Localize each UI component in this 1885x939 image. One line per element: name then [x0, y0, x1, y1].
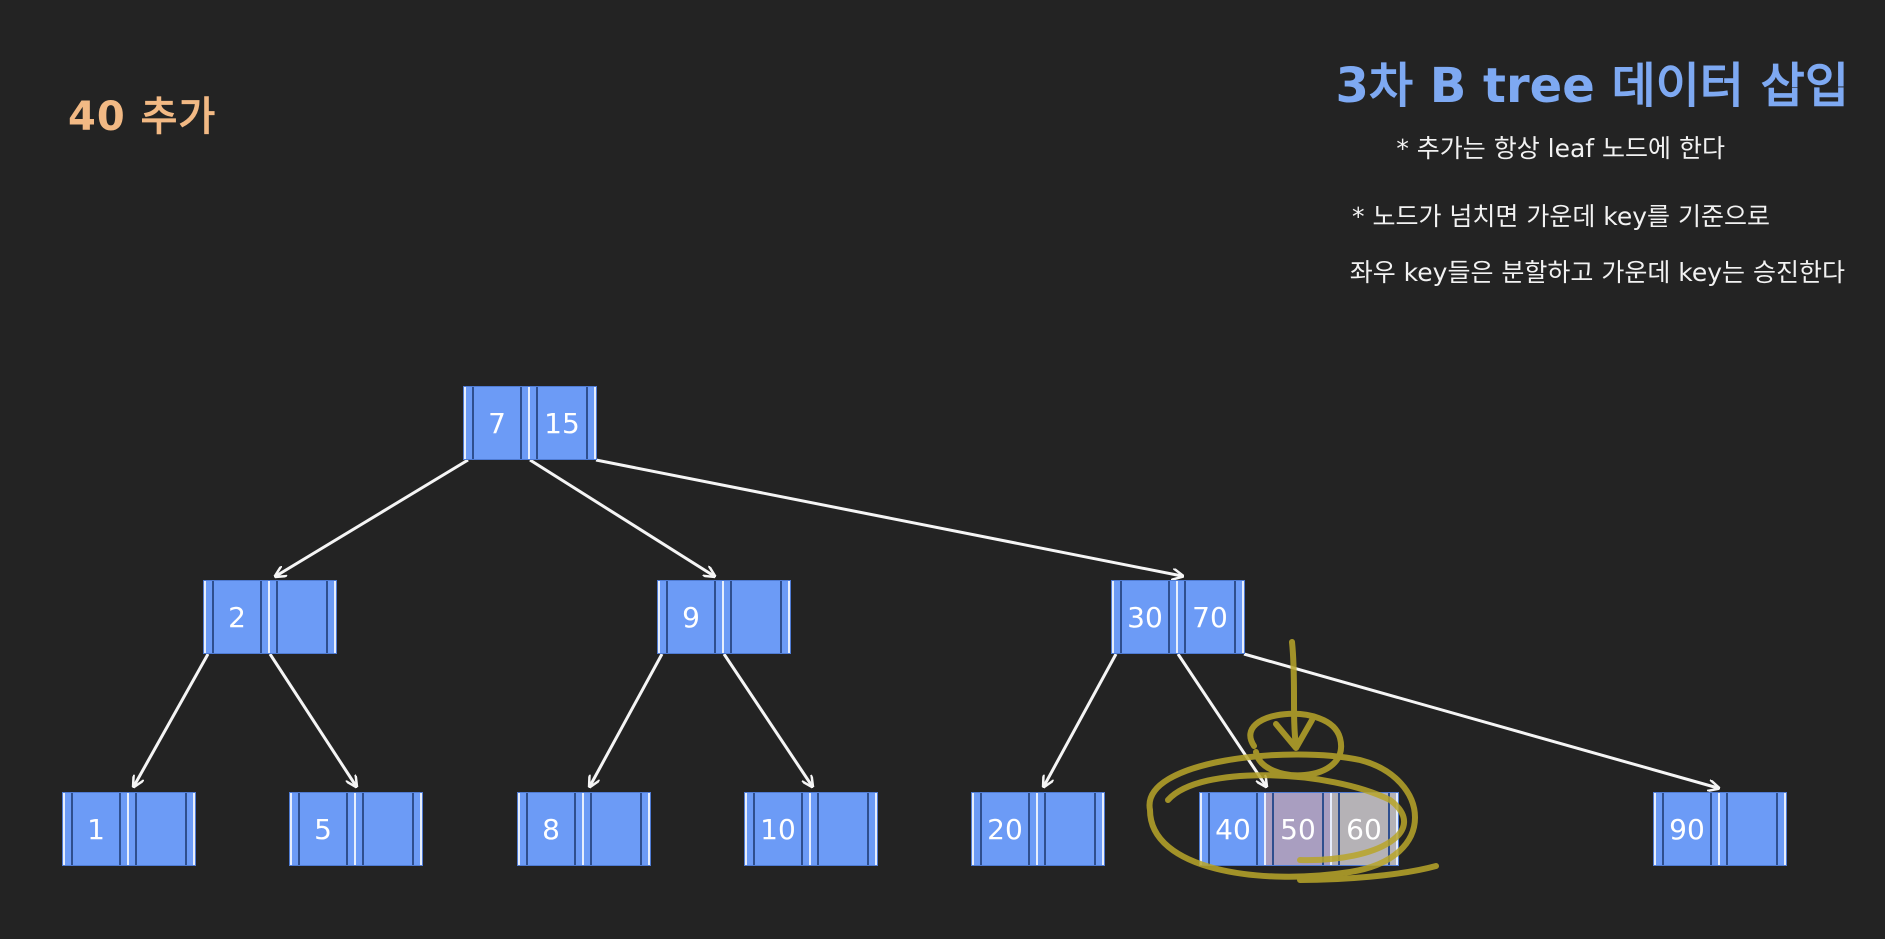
key-7: 7 [488, 406, 506, 440]
leaf-node-5: 5 [289, 792, 423, 866]
root-node: 7 15 [463, 386, 597, 460]
leaf-node-1: 1 [62, 792, 196, 866]
key-slot: 5 [290, 793, 356, 865]
key-slot: 1 [63, 793, 129, 865]
key-slot-empty [724, 581, 790, 653]
leaf-node-90: 90 [1653, 792, 1787, 866]
key-slot-empty [270, 581, 336, 653]
key-slot: 15 [530, 387, 596, 459]
edge-root-to-node-9 [529, 458, 714, 576]
key-slot: 40 [1200, 793, 1266, 865]
key-slot: 30 [1112, 581, 1178, 653]
edge-root-to-node-2 [276, 458, 469, 576]
edge-node-30-70-to-leaf-40-50-60 [1176, 653, 1266, 786]
internal-node-30-70: 30 70 [1111, 580, 1245, 654]
key-slot: 7 [464, 387, 530, 459]
rule-3: 좌우 key들은 분할하고 가운데 key는 승진한다 [1349, 258, 1845, 287]
key-slot: 20 [972, 793, 1038, 865]
key-slot: 70 [1178, 581, 1244, 653]
key-90: 90 [1669, 812, 1705, 846]
internal-node-2: 2 [203, 580, 337, 654]
edge-node-9-to-leaf-8 [590, 653, 664, 786]
key-slot-overflow: 50 [1266, 793, 1332, 865]
edge-node-30-70-to-leaf-20 [1044, 653, 1118, 786]
edge-node-9-to-leaf-10 [722, 653, 812, 786]
step-label: 40 추가 [68, 94, 217, 140]
key-1: 1 [87, 812, 105, 846]
key-9: 9 [682, 600, 700, 634]
key-slot-empty [1038, 793, 1104, 865]
rule-1: * 추가는 항상 leaf 노드에 한다 [1396, 134, 1725, 163]
leaf-node-10: 10 [744, 792, 878, 866]
key-30: 30 [1127, 600, 1163, 634]
key-40: 40 [1215, 812, 1251, 846]
key-slot-empty [356, 793, 422, 865]
key-slot: 9 [658, 581, 724, 653]
key-slot-empty [129, 793, 195, 865]
key-20: 20 [987, 812, 1023, 846]
key-slot-empty [1720, 793, 1786, 865]
internal-node-9: 9 [657, 580, 791, 654]
key-60: 60 [1346, 812, 1382, 846]
edge-node-30-70-to-leaf-90 [1243, 652, 1718, 788]
key-slot-overflow: 60 [1332, 793, 1398, 865]
key-10: 10 [760, 812, 796, 846]
key-slot: 90 [1654, 793, 1720, 865]
rule-2: * 노드가 넘치면 가운데 key를 기준으로 [1352, 202, 1770, 231]
key-15: 15 [544, 406, 580, 440]
key-slot: 10 [745, 793, 811, 865]
key-slot: 2 [204, 581, 270, 653]
key-5: 5 [314, 812, 332, 846]
key-slot: 8 [518, 793, 584, 865]
leaf-node-8: 8 [517, 792, 651, 866]
key-2: 2 [228, 600, 246, 634]
key-70: 70 [1192, 600, 1228, 634]
key-50: 50 [1280, 812, 1316, 846]
key-slot-empty [584, 793, 650, 865]
edge-root-to-node-30-70 [595, 458, 1182, 576]
edge-node-2-to-leaf-5 [268, 653, 356, 786]
diagram-title: 3차 B tree 데이터 삽입 [1335, 58, 1849, 114]
key-slot-empty [811, 793, 877, 865]
leaf-node-40-50-60-overflow: 40 50 60 [1199, 792, 1399, 866]
edge-node-2-to-leaf-1 [134, 653, 210, 786]
key-8: 8 [542, 812, 560, 846]
leaf-node-20: 20 [971, 792, 1105, 866]
